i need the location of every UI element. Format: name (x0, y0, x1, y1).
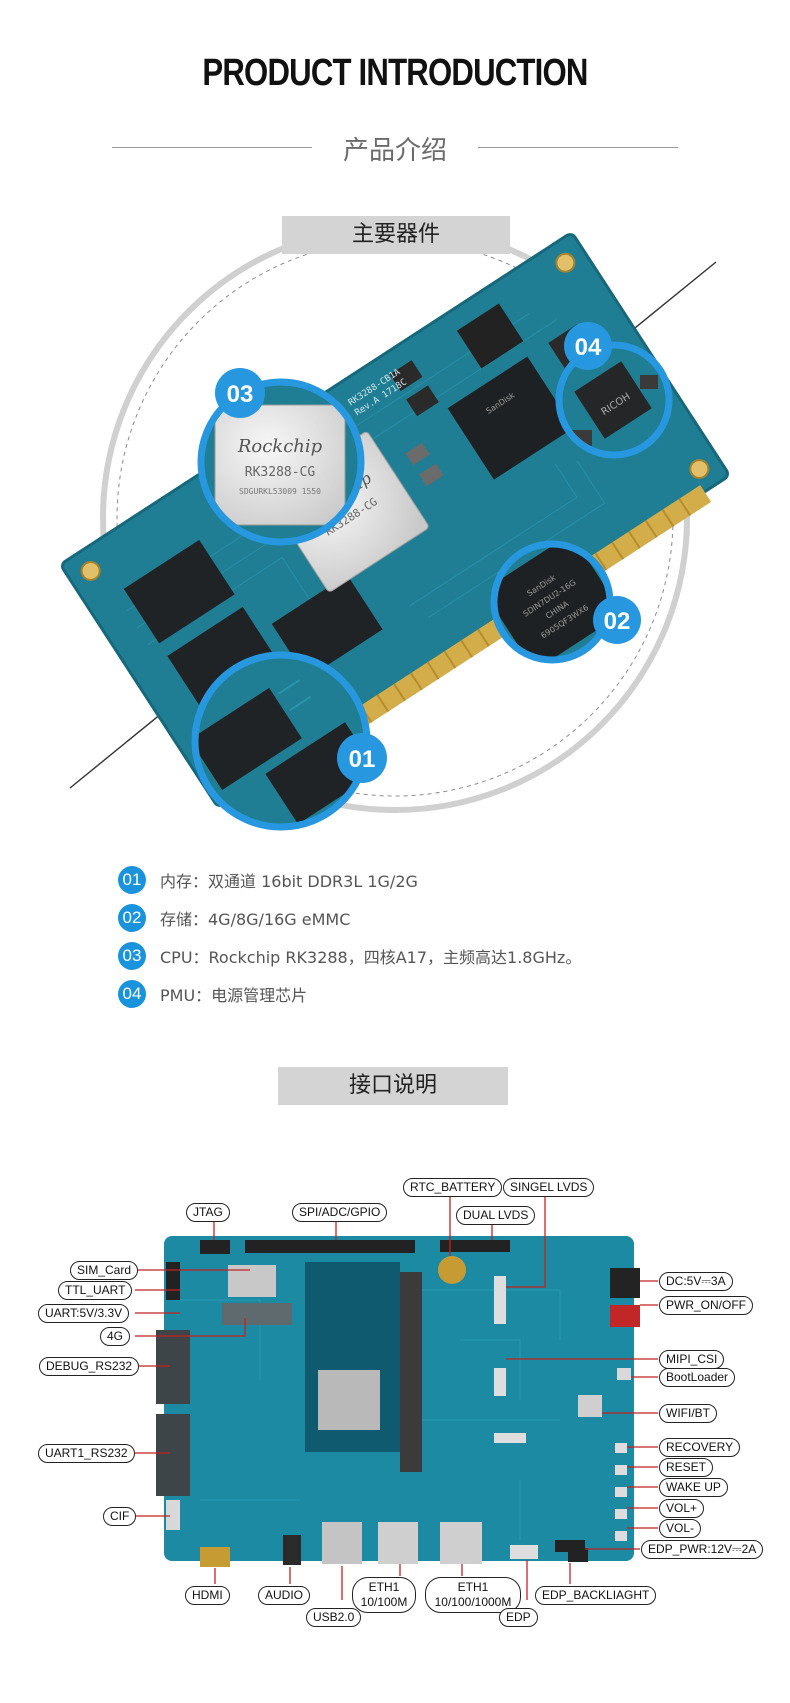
minipcie-slot (222, 1303, 292, 1325)
power-switch (610, 1305, 640, 1327)
callout-recovery: RECOVERY (659, 1438, 741, 1457)
components-illustration: Rockchip RK3288-CG SanDisk RK3288-CB1A R… (61, 223, 729, 831)
badge-02 (593, 596, 641, 644)
feature-number: 02 (118, 904, 146, 932)
badge-04 (564, 322, 612, 370)
magnifier-02: SanDisk SDIN7DU2-16G CHINA 6905QF3WX6 02 (490, 540, 641, 664)
callout-audio: AUDIO (258, 1586, 311, 1605)
callout-uart-voltage: UART:5V/3.3V (38, 1304, 130, 1323)
callout-edp-pwr: EDP_PWR:12V⎓2A (641, 1540, 764, 1559)
callout-cif: CIF (103, 1507, 137, 1526)
divider-right (478, 147, 678, 148)
usb-port (322, 1522, 362, 1564)
components-tag: 主要器件 (282, 216, 510, 254)
callout-hdmi: HDMI (185, 1586, 230, 1605)
callout-eth-1000m: ETH1 10/100/1000M (425, 1577, 521, 1613)
edp-connector (510, 1545, 538, 1559)
callout-sim-card: SIM_Card (70, 1261, 139, 1280)
db9-debug (156, 1330, 190, 1404)
callout-4g: 4G (100, 1327, 131, 1346)
callout-pwr: PWR_ON/OFF (659, 1296, 753, 1315)
callout-mipi-csi: MIPI_CSI (659, 1350, 725, 1369)
ram-chip (271, 574, 383, 679)
eth-1000m-line1: ETH1 (457, 1580, 489, 1594)
cif-connector (166, 1500, 180, 1530)
feature-number: 01 (118, 866, 146, 894)
dc-jack (610, 1268, 640, 1298)
dual-lvds-connector (440, 1240, 510, 1252)
feature-item: 02 存储：4G/8G/16G eMMC (118, 904, 350, 932)
feature-text: CPU：Rockchip RK3288，四核A17，主频高达1.8GHz。 (160, 948, 582, 967)
interfaces-tag: 接口说明 (278, 1067, 508, 1105)
feature-item: 01 内存：双通道 16bit DDR3L 1G/2G (118, 866, 418, 894)
eth-100m-line2: 10/100M (360, 1595, 408, 1609)
callout-wake-up: WAKE UP (659, 1478, 728, 1497)
uart-header (166, 1262, 180, 1300)
callout-dc: DC:5V⎓3A (659, 1272, 733, 1291)
feature-item: 04 PMU：电源管理芯片 (118, 980, 307, 1008)
callout-edp-backlight: EDP_BACKLIAGHT (535, 1586, 657, 1605)
feature-number: 03 (118, 942, 146, 970)
callout-debug-rs232: DEBUG_RS232 (39, 1357, 140, 1376)
callout-dual-lvds: DUAL LVDS (456, 1206, 536, 1225)
badge-03-label: 03 (227, 381, 254, 408)
eth-port-100m (378, 1522, 418, 1564)
badge-01 (337, 733, 387, 783)
badge-03 (215, 368, 265, 418)
callout-uart1-rs232: UART1_RS232 (38, 1444, 135, 1463)
feature-number: 04 (118, 980, 146, 1008)
callout-vol-minus: VOL- (659, 1519, 702, 1538)
rtc-battery (438, 1256, 466, 1284)
feature-text: PMU：电源管理芯片 (160, 986, 308, 1005)
audio-jack (283, 1535, 301, 1565)
backlight-header (568, 1548, 588, 1562)
badge-02-label: 02 (604, 608, 631, 635)
single-lvds-connector (494, 1276, 506, 1324)
cpu-module (318, 1370, 380, 1430)
callout-spi-adc-gpio: SPI/ADC/GPIO (292, 1203, 388, 1222)
feature-text: 存储：4G/8G/16G eMMC (160, 910, 351, 929)
so-dimm-slot (400, 1272, 422, 1472)
zoom-cpu-model: RK3288-CG (245, 465, 316, 480)
ram-chip (167, 606, 279, 711)
page-subtitle: 产品介绍 (342, 136, 447, 166)
wifi-module (578, 1395, 602, 1417)
page-title: PRODUCT INTRODUCTION (202, 52, 588, 94)
badge-04-label: 04 (575, 334, 602, 361)
jtag-header (200, 1240, 230, 1254)
callout-edp: EDP (499, 1608, 538, 1627)
ram-chip (123, 539, 235, 644)
callout-singel-lvds: SINGEL LVDS (503, 1178, 595, 1197)
magnifier-03: Rockchip RK3288-CG SDGURKL53009 1550 03 (197, 368, 365, 546)
hdmi-port (200, 1547, 230, 1567)
callout-wifi-bt: WIFI/BT (659, 1404, 717, 1423)
feature-text: 内存：双通道 16bit DDR3L 1G/2G (160, 872, 418, 891)
eth-1000m-line2: 10/100/1000M (434, 1595, 512, 1609)
eth-100m-line1: ETH1 (368, 1580, 400, 1594)
feature-item: 03 CPU：Rockchip RK3288，四核A17，主频高达1.8GHz。 (118, 942, 581, 970)
gpio-header (245, 1240, 415, 1253)
magnifier-04: RICOH 04 (555, 322, 673, 459)
bootloader-button (617, 1368, 631, 1380)
pmu-chip (456, 303, 524, 369)
magnifier-01: 01 (191, 651, 387, 831)
mipi-connector (494, 1433, 526, 1443)
callout-ttl-uart: TTL_UART (58, 1281, 133, 1300)
divider-left (112, 147, 312, 148)
subtitle-row: 产品介绍 (0, 128, 790, 168)
zoom-cpu-code: SDGURKL53009 1550 (239, 487, 321, 496)
callout-vol-plus: VOL+ (659, 1499, 705, 1518)
callout-eth-100m: ETH1 10/100M (352, 1577, 416, 1613)
db9-uart1 (156, 1414, 190, 1496)
callout-usb: USB2.0 (306, 1608, 362, 1627)
callout-jtag: JTAG (186, 1203, 230, 1222)
callout-rtc-battery: RTC_BATTERY (403, 1178, 503, 1197)
eth-port-1000m (440, 1522, 482, 1564)
badge-01-label: 01 (349, 746, 376, 773)
emmc-chip (447, 356, 574, 480)
zoom-cpu-brand: Rockchip (237, 436, 323, 457)
callout-reset: RESET (659, 1458, 714, 1477)
callout-bootloader: BootLoader (659, 1368, 736, 1387)
